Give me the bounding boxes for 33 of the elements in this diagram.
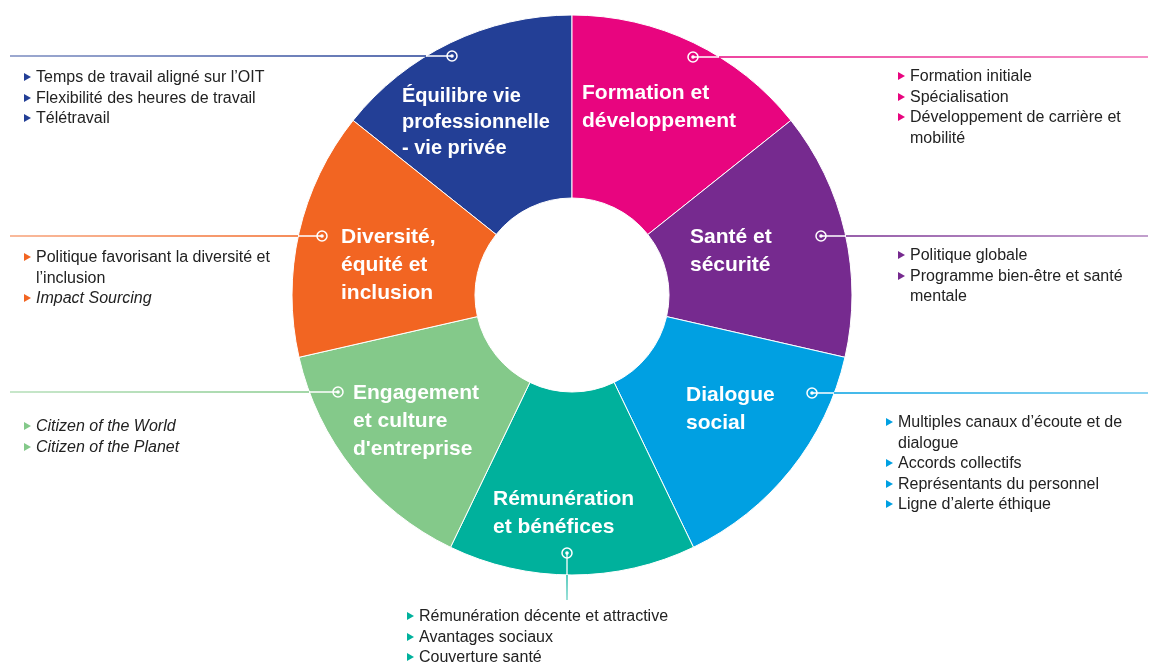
list-item: Télétravail bbox=[36, 109, 110, 126]
leader-line bbox=[815, 230, 1149, 242]
list-item: Temps de travail aligné sur l’OIT bbox=[36, 68, 265, 85]
list-item: Ligne d’alerte éthique bbox=[898, 495, 1051, 512]
list-item: Citizen of the Planet bbox=[36, 437, 180, 455]
segment-title: Diversité, équité et inclusion bbox=[341, 223, 437, 305]
list-item: Impact Sourcing bbox=[36, 289, 152, 306]
list-item: Politique globale bbox=[910, 246, 1028, 263]
leader-line bbox=[9, 230, 328, 242]
segment-title: Engagement et culture d'entreprise bbox=[353, 379, 481, 461]
list-item: Politique favorisant la diversité et l’inclusion bbox=[36, 248, 270, 286]
segment-title: Rémunération et bénéfices bbox=[493, 485, 636, 539]
list-item: Accords collectifs bbox=[898, 454, 1022, 471]
list-item: Développement de carrière et mobilité bbox=[910, 108, 1121, 146]
leader-line bbox=[9, 386, 344, 398]
list-item: Spécialisation bbox=[910, 87, 1009, 105]
list-item: Multiples canaux d’écoute et de dialogue bbox=[898, 413, 1123, 451]
segment-title: Équilibre vie professionnelle - vie privée bbox=[402, 83, 551, 160]
list-item: Rémunération décente et attractive bbox=[419, 607, 669, 624]
leader-line bbox=[806, 387, 1149, 399]
list-item: Formation initiale bbox=[910, 67, 1032, 84]
list-item: Représentants du personnel bbox=[898, 474, 1100, 492]
list-item: Flexibilité des heures de travail bbox=[36, 88, 256, 106]
list-item: Avantages sociaux bbox=[419, 627, 553, 645]
leader-line bbox=[687, 51, 1149, 63]
leader-line bbox=[561, 547, 573, 601]
list-item: Programme bien-être et santé mentale bbox=[910, 266, 1123, 304]
list-item: Citizen of the World bbox=[36, 417, 176, 434]
segment-title: Dialogue social bbox=[686, 381, 776, 435]
segment-title: Formation et développement bbox=[582, 79, 738, 133]
leader-line bbox=[9, 50, 458, 62]
segment-title: Santé et sécurité bbox=[690, 223, 773, 277]
list-item: Couverture santé bbox=[419, 648, 542, 665]
